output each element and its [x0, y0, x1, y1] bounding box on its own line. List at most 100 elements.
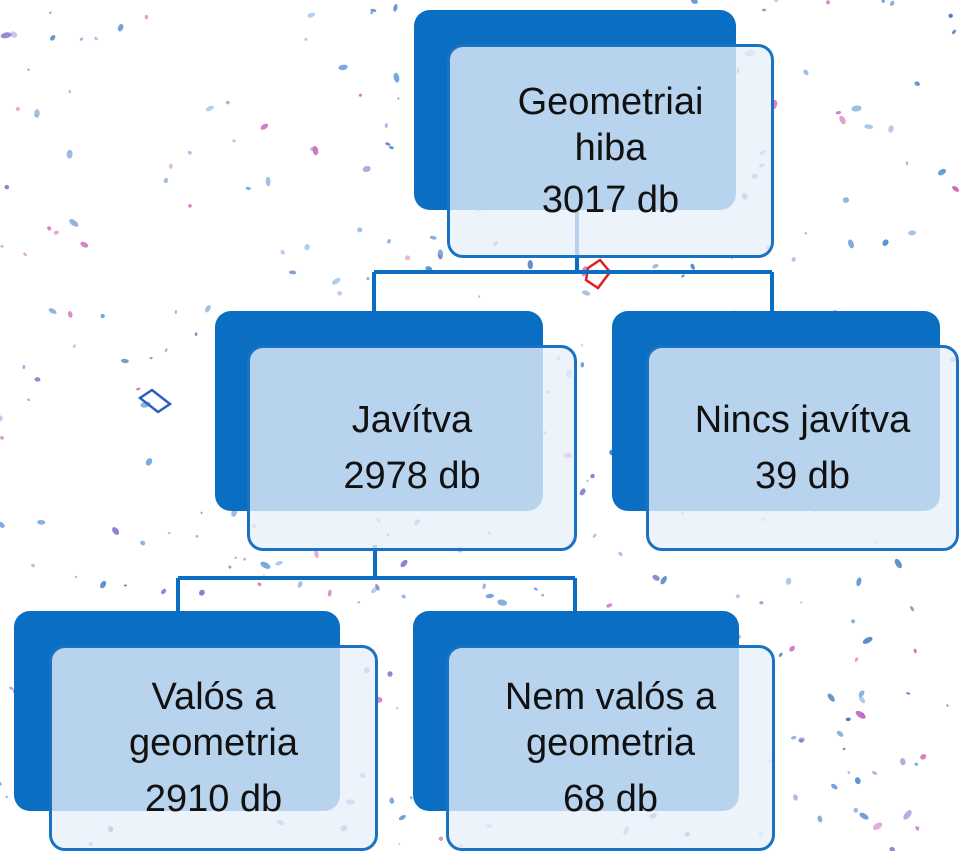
map-speck [199, 589, 205, 596]
map-speck [389, 146, 394, 150]
map-speck [0, 781, 2, 786]
map-speck [485, 593, 494, 599]
map-speck [894, 558, 902, 569]
node-fixed-count: 2978 db [343, 455, 481, 497]
map-speck [848, 239, 854, 249]
map-speck [793, 794, 798, 801]
node-not-fixed-box: Nincs javítva 39 db [646, 345, 959, 551]
map-speck [851, 619, 856, 624]
map-speck [579, 488, 586, 496]
map-speck [0, 521, 5, 528]
node-real-geometry-box: Valós a geometria 2910 db [49, 645, 378, 851]
map-speck [49, 11, 52, 14]
node-not-real-geometry-count: 68 db [562, 778, 659, 820]
map-speck [905, 161, 909, 166]
map-speck [861, 712, 865, 716]
map-speck [188, 204, 192, 208]
map-speck [864, 124, 873, 130]
map-speck [438, 254, 442, 260]
map-speck [194, 332, 198, 336]
map-speck [842, 197, 850, 203]
map-speck [37, 519, 46, 525]
map-speck [401, 594, 406, 599]
map-speck [872, 771, 878, 775]
map-speck [803, 69, 809, 76]
node-not-real-geometry-title: Nem valós a geometria [504, 676, 717, 764]
map-speck [618, 551, 623, 557]
map-speck [0, 415, 3, 422]
map-speck [275, 560, 283, 566]
map-speck [164, 348, 168, 353]
map-speck [586, 479, 589, 483]
map-speck [0, 245, 4, 248]
map-speck [48, 308, 57, 314]
map-speck [789, 645, 795, 652]
map-speck [27, 68, 30, 71]
map-speck [263, 574, 265, 576]
map-speck [590, 473, 595, 479]
map-speck [314, 550, 319, 558]
map-speck [581, 290, 591, 296]
map-speck [384, 123, 388, 129]
map-speck [9, 686, 14, 690]
map-speck [858, 695, 866, 704]
map-speck [312, 145, 319, 156]
map-speck [835, 111, 842, 115]
map-speck [920, 754, 927, 760]
map-speck [34, 114, 37, 117]
node-fixed-title: Javítva [351, 399, 473, 441]
map-speck [15, 106, 20, 111]
map-speck [826, 0, 830, 5]
map-speck [438, 836, 444, 841]
map-speck [120, 358, 129, 364]
map-speck [4, 184, 10, 190]
map-speck [759, 601, 764, 605]
map-speck [225, 100, 230, 105]
map-speck [660, 576, 667, 585]
map-speck [914, 81, 920, 87]
map-speck [73, 344, 76, 348]
map-speck [280, 249, 285, 255]
map-speck [195, 534, 199, 538]
map-speck [265, 176, 271, 187]
map-speck [34, 109, 40, 118]
map-speck [592, 533, 597, 538]
map-speck [497, 599, 508, 606]
node-root: Geometriai hiba 3017 db [414, 10, 774, 258]
map-speck [398, 842, 401, 845]
map-speck [690, 0, 698, 4]
map-speck [482, 583, 487, 590]
map-speck [304, 244, 310, 251]
map-outline-polygon [584, 258, 612, 290]
map-speck [140, 540, 146, 546]
map-speck [900, 758, 906, 766]
map-speck [163, 177, 169, 184]
map-speck [580, 362, 585, 368]
map-speck [951, 29, 957, 35]
map-speck [161, 588, 167, 595]
map-speck [136, 387, 141, 391]
map-speck [858, 690, 865, 697]
map-speck [228, 565, 232, 569]
map-speck [882, 239, 889, 246]
map-speck [908, 230, 917, 236]
map-speck [906, 692, 911, 695]
map-speck [5, 795, 8, 799]
map-speck [260, 561, 271, 569]
map-speck [66, 149, 73, 159]
map-speck [205, 105, 214, 112]
map-speck [937, 168, 947, 176]
map-speck [393, 3, 398, 12]
map-speck [357, 227, 363, 233]
map-speck [652, 574, 660, 581]
map-speck [297, 581, 303, 588]
map-speck [387, 671, 393, 677]
map-speck [260, 123, 269, 130]
map-speck [123, 584, 128, 587]
map-speck [735, 594, 740, 599]
map-speck [478, 295, 481, 298]
map-speck [200, 511, 203, 514]
map-speck [791, 257, 796, 262]
map-speck [872, 822, 883, 830]
